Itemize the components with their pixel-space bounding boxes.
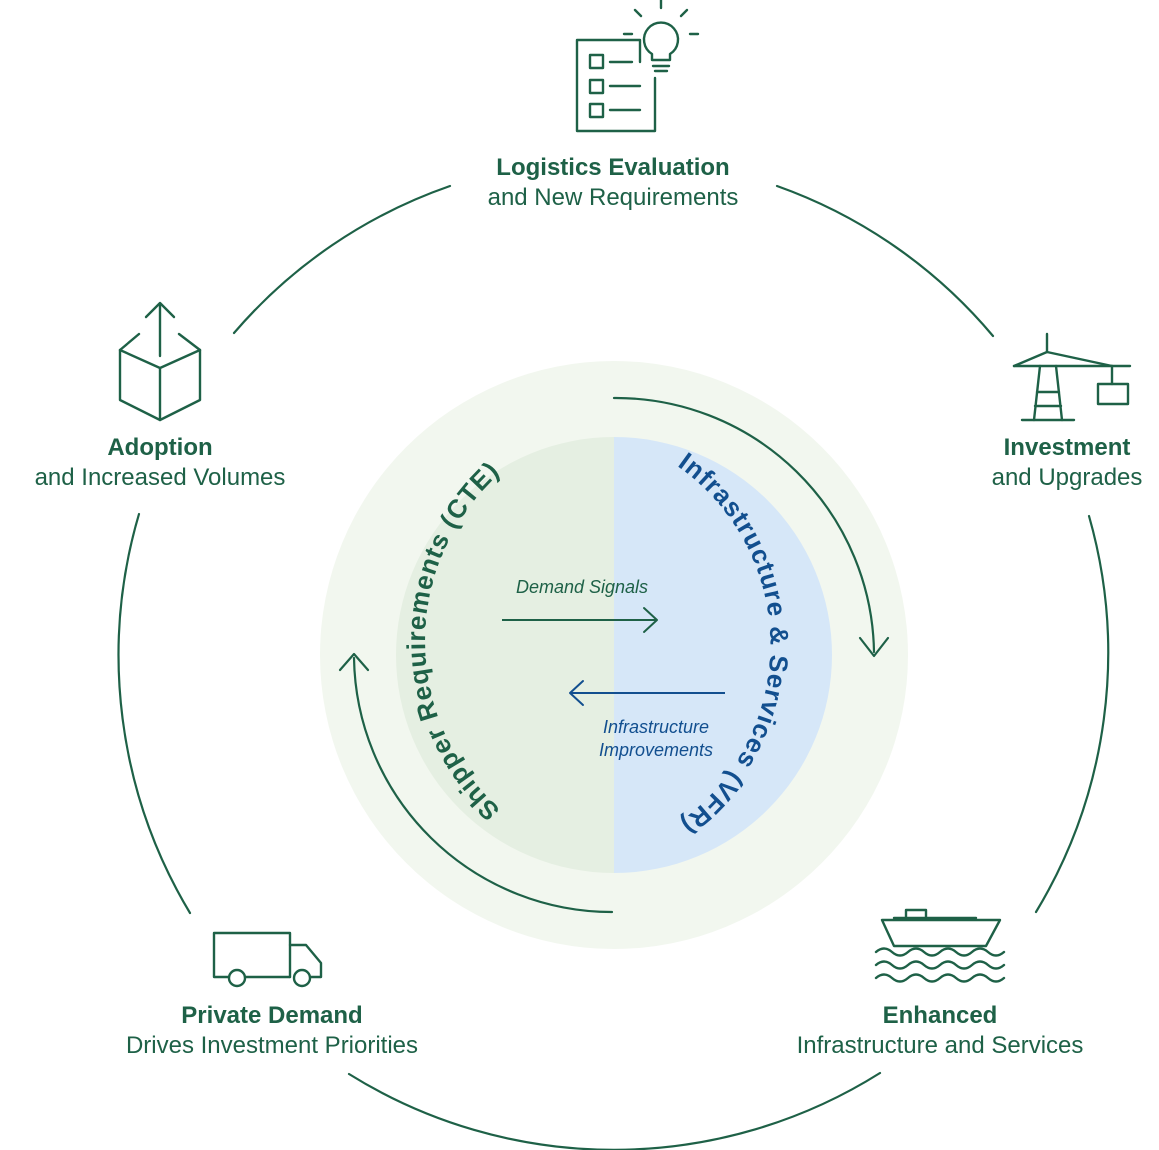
infrastructure-improvements-flow: Infrastructure Improvements [569,680,725,760]
green-half-disk [396,437,614,873]
demand-signals-label: Demand Signals [516,577,648,597]
stage-adoption: Adoption and Increased Volumes [35,301,286,491]
stage-enhanced-title: Enhanced [883,1002,998,1029]
blue-half-disk [614,437,832,873]
stage-adoption-subtitle: and Increased Volumes [35,464,286,491]
demand-signals-flow: Demand Signals [502,577,658,633]
stage-logistics: Logistics Evaluation and New Requirement… [488,0,739,211]
stage-enhanced: Enhanced Infrastructure and Services [797,908,1084,1059]
stage-logistics-subtitle: and New Requirements [488,184,739,211]
stage-investment-title: Investment [1004,434,1131,461]
arc-private-demand-to-adoption [117,512,192,915]
inner-arrow-right-head [858,636,890,658]
arc-enhanced-to-private-demand [347,1071,882,1150]
arc-adoption-to-logistics [232,184,452,335]
stage-private-demand-subtitle: Drives Investment Priorities [126,1032,418,1059]
crane-icon [1012,332,1132,422]
stage-investment: Investment and Upgrades [992,332,1143,491]
truck-icon [212,931,323,988]
stage-logistics-title: Logistics Evaluation [496,154,729,181]
inner-arrow-left [352,656,614,914]
stage-private-demand-title: Private Demand [181,1002,362,1029]
ship-icon [874,908,1006,983]
checklist-lightbulb-icon [575,0,700,133]
infrastructure-improvements-label-line1: Infrastructure [603,717,709,737]
stage-adoption-title: Adoption [107,434,212,461]
stage-private-demand: Private Demand Drives Investment Priorit… [126,931,418,1059]
infrastructure-improvements-label-line2: Improvements [599,740,713,760]
box-arrow-up-icon [118,301,202,422]
stage-enhanced-subtitle: Infrastructure and Services [797,1032,1084,1059]
stage-investment-subtitle: and Upgrades [992,464,1143,491]
arc-logistics-to-investment [775,184,995,338]
arc-investment-to-enhanced [1034,514,1110,914]
inner-arrow-right [612,396,876,654]
inner-arrow-left-head [338,652,370,672]
